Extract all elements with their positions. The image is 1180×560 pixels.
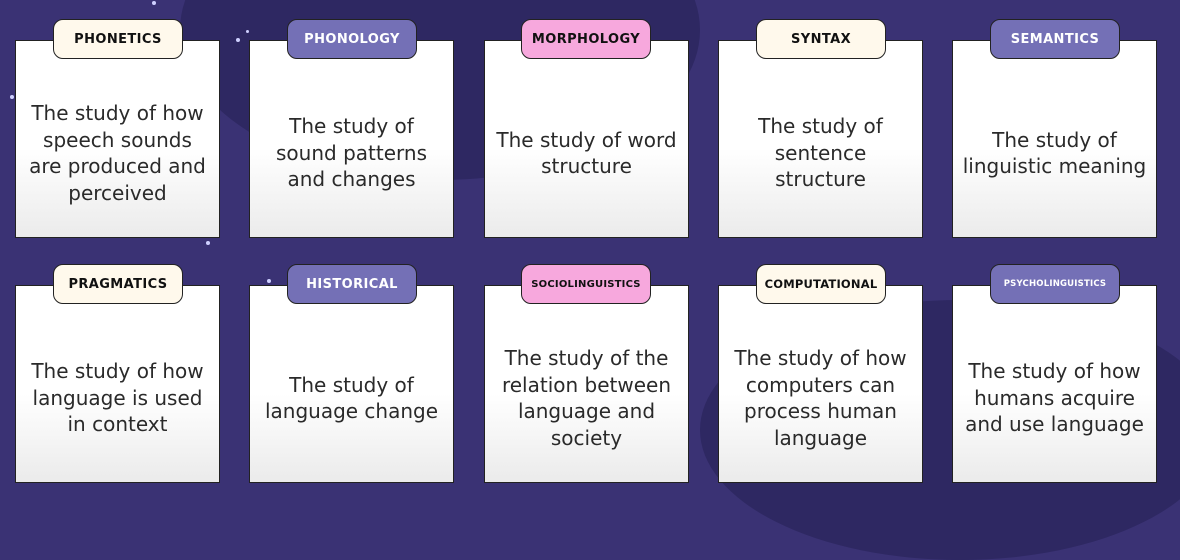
decorative-dot	[267, 279, 271, 283]
tag-semantics: SEMANTICS	[990, 19, 1120, 59]
tag-pragmatics: PRAGMATICS	[53, 264, 183, 304]
tag-phonology: PHONOLOGY	[287, 19, 417, 59]
card-description: The study of linguistic meaning	[962, 127, 1147, 179]
tag-computational: COMPUTATIONAL	[756, 264, 886, 304]
tag-syntax: SYNTAX	[756, 19, 886, 59]
tag-phonetics: PHONETICS	[53, 19, 183, 59]
card-description: The study of sound patterns and changes	[276, 114, 427, 192]
tag-sociolinguistics: SOCIOLINGUISTICS	[521, 264, 651, 304]
card-description: The study of sentence structure	[758, 114, 883, 192]
card-semantics: The study of linguistic meaning	[952, 40, 1157, 238]
card-sociolinguistics: The study of the relation between langua…	[484, 285, 689, 483]
tag-psycholinguistics: PSYCHOLINGUISTICS	[990, 264, 1120, 304]
card-description: The study of word structure	[496, 127, 677, 179]
card-description: The study of how language is used in con…	[31, 359, 204, 437]
card-historical: The study of language change	[249, 285, 454, 483]
decorative-dot	[206, 241, 210, 245]
card-psycholinguistics: The study of how humans acquire and use …	[952, 285, 1157, 483]
card-description: The study of how speech sounds are produ…	[29, 101, 206, 205]
tag-morphology: MORPHOLOGY	[521, 19, 651, 59]
tag-historical: HISTORICAL	[287, 264, 417, 304]
card-phonetics: The study of how speech sounds are produ…	[15, 40, 220, 238]
decorative-dot	[236, 38, 240, 42]
decorative-dot	[246, 30, 249, 33]
card-computational: The study of how computers can process h…	[718, 285, 923, 483]
decorative-dot	[10, 95, 14, 99]
decorative-dot	[152, 1, 156, 5]
card-description: The study of how humans acquire and use …	[965, 359, 1144, 437]
card-phonology: The study of sound patterns and changes	[249, 40, 454, 238]
card-description: The study of language change	[264, 372, 439, 424]
card-morphology: The study of word structure	[484, 40, 689, 238]
card-pragmatics: The study of how language is used in con…	[15, 285, 220, 483]
card-description: The study of how computers can process h…	[734, 346, 907, 450]
card-description: The study of the relation between langua…	[501, 346, 672, 450]
card-syntax: The study of sentence structure	[718, 40, 923, 238]
